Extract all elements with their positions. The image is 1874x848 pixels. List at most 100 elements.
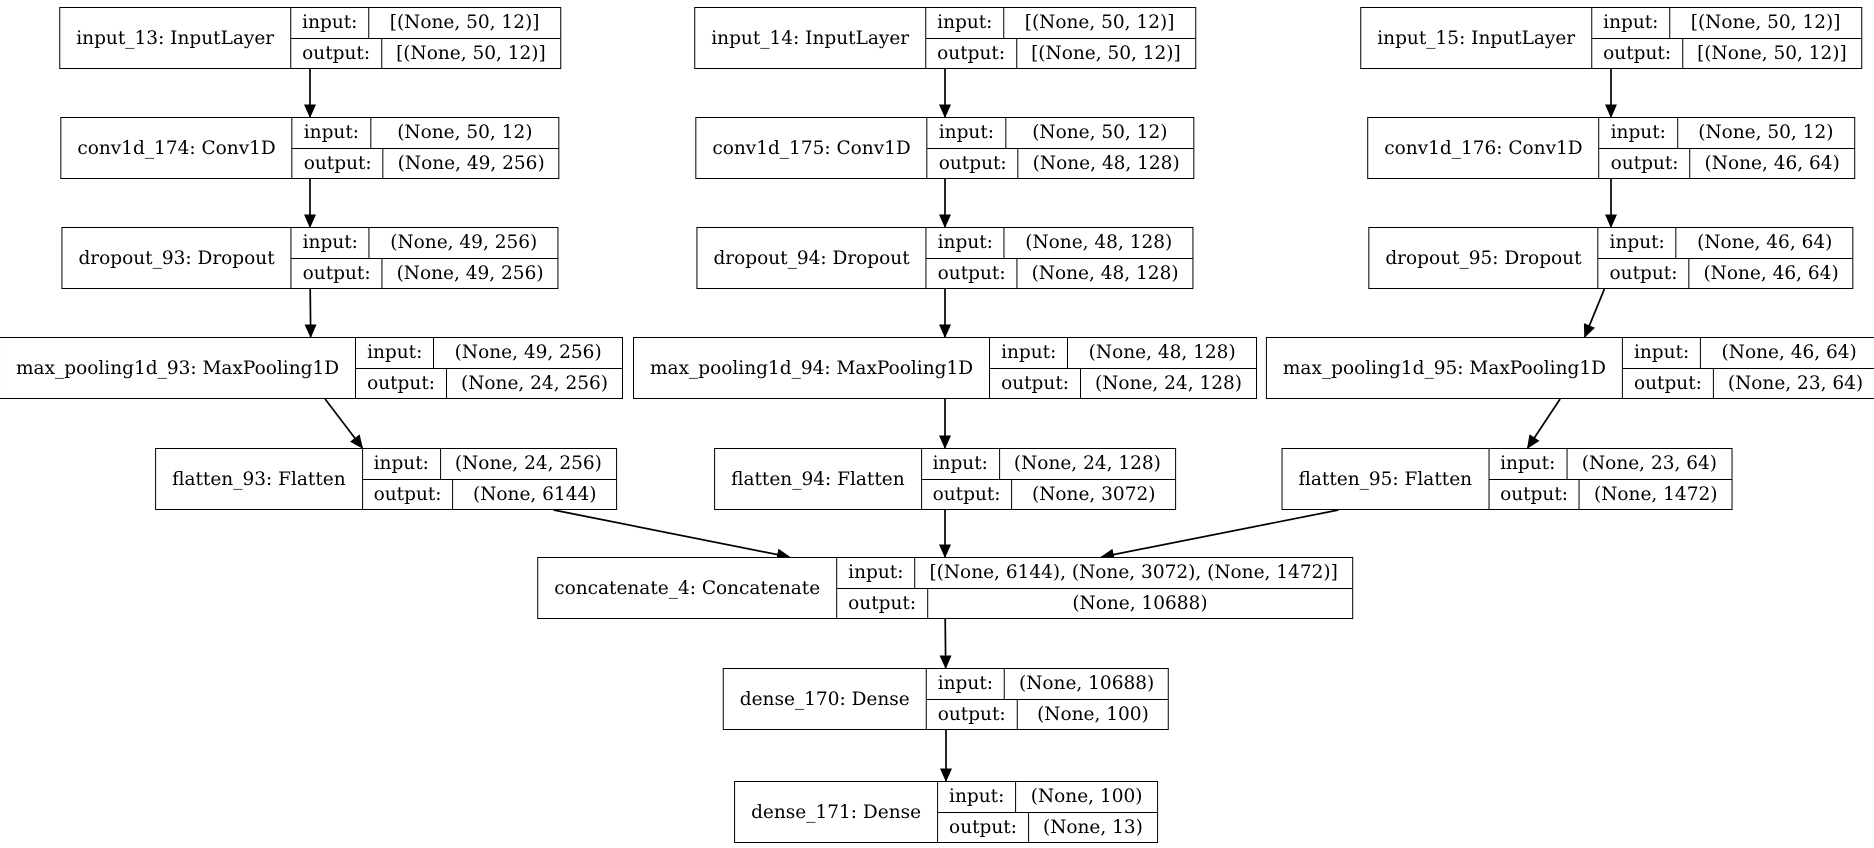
- input-key-label: input:: [291, 8, 370, 38]
- output-key-label: output:: [922, 479, 1013, 509]
- output-row: output:(None, 13): [938, 812, 1157, 842]
- input-row: input: [(None, 50, 12)]: [926, 8, 1195, 39]
- output-key-label: output:: [837, 588, 929, 618]
- input-row: input: [(None, 50, 12)]: [1592, 8, 1861, 39]
- output-shape-value: (None, 6144): [472, 483, 597, 505]
- input-shape-value: [(None, 50, 12)]: [389, 12, 540, 34]
- input-row: input:(None, 50, 12): [292, 118, 559, 149]
- output-shape-value: (None, 49, 256): [396, 262, 544, 284]
- output-shape-value: (None, 24, 256): [460, 372, 608, 394]
- output-row: output:(None, 48, 128): [927, 258, 1193, 288]
- input-shape-value: (None, 50, 12): [1032, 122, 1168, 144]
- layer-name-label: dense_171: Dense: [735, 782, 939, 842]
- input-row: input:[(None, 6144), (None, 3072), (None…: [837, 558, 1352, 589]
- input-shape-value: (None, 10688): [1018, 673, 1155, 695]
- layer-name-label: input_15: InputLayer: [1361, 8, 1593, 68]
- output-shape-value: [(None, 50, 12)]: [396, 42, 546, 64]
- io-table: input:(None, 48, 128)output:(None, 48, 1…: [926, 228, 1193, 288]
- input-key-label: input:: [1489, 449, 1568, 479]
- input-shape-value: (None, 24, 256): [454, 453, 602, 475]
- input-key-label: input:: [292, 228, 370, 258]
- input-key-label: input:: [990, 338, 1069, 368]
- layer-name-label: conv1d_175: Conv1D: [696, 118, 928, 178]
- input-row: input:(None, 10688): [926, 669, 1169, 700]
- edge-arrow-max_pooling1d_93-to-flatten_93: [324, 398, 364, 449]
- output-row: output: (None, 10688): [837, 588, 1352, 618]
- input-key-label: input:: [356, 338, 435, 368]
- output-shape-value: (None, 24, 128): [1094, 372, 1242, 394]
- input-shape-value: (None, 50, 12): [1698, 122, 1834, 144]
- output-row: output:(None, 100): [927, 699, 1169, 729]
- input-shape-value: (None, 46, 64): [1721, 342, 1857, 364]
- input-key-label: input:: [363, 449, 441, 479]
- output-shape-value: [(None, 50, 12)]: [1031, 42, 1181, 64]
- io-table: input:(None, 23, 64)output:(None, 1472): [1489, 449, 1732, 509]
- edge-arrow-flatten_95-to-concatenate_4: [1100, 509, 1339, 561]
- output-row: output:(None, 24, 128): [990, 368, 1256, 398]
- input-row: input:(None, 100): [938, 782, 1157, 813]
- output-key-label: output:: [1592, 38, 1684, 68]
- input-shape-value: (None, 48, 128): [1088, 342, 1236, 364]
- layer-name-label: dropout_93: Dropout: [62, 228, 292, 288]
- layer-name-label: flatten_93: Flatten: [156, 449, 363, 509]
- edge-arrow-flatten_93-to-concatenate_4: [553, 509, 791, 561]
- input-key-label: input:: [1600, 118, 1678, 148]
- input-shape-value: [(None, 50, 12)]: [1690, 12, 1841, 34]
- input-key-label: input:: [837, 558, 916, 588]
- output-key-label: output:: [926, 38, 1018, 68]
- layer-name-label: max_pooling1d_95: MaxPooling1D: [1267, 338, 1623, 398]
- input-key-label: input:: [1599, 228, 1677, 258]
- input-key-label: input:: [938, 782, 1017, 812]
- input-row: input: (None, 46, 64): [1598, 228, 1853, 259]
- output-row: output: [(None, 50, 12)]: [926, 38, 1195, 68]
- output-shape-value: (None, 46, 64): [1704, 152, 1840, 174]
- output-row: output:(None, 49, 256): [292, 258, 558, 288]
- output-key-label: output:: [1600, 148, 1691, 178]
- input-key-label: input:: [922, 449, 1000, 479]
- output-row: output: (None, 48, 128): [928, 148, 1194, 178]
- edge-arrow-dropout_95-to-max_pooling1d_95: [1583, 288, 1606, 339]
- output-shape-value: (None, 49, 256): [397, 152, 545, 174]
- input-row: input:(None, 24, 128): [921, 449, 1175, 480]
- input-row: input:(None, 46, 64): [1622, 338, 1874, 369]
- output-row: output:[(None, 50, 12)]: [1592, 38, 1861, 68]
- layer-name-label: dropout_95: Dropout: [1369, 228, 1599, 288]
- output-shape-value: (None, 48, 128): [1032, 152, 1180, 174]
- input-row: input:(None, 49, 256): [291, 228, 558, 259]
- input-key-label: input:: [928, 118, 1007, 148]
- layer-name-label: concatenate_4: Concatenate: [538, 558, 838, 618]
- input-key-label: input:: [1592, 8, 1671, 38]
- input-shape-value: (None, 48, 128): [1025, 232, 1173, 254]
- edge-arrow-max_pooling1d_95-to-flatten_95: [1526, 398, 1561, 449]
- layer-name-label: max_pooling1d_94: MaxPooling1D: [634, 338, 991, 398]
- input-shape-value: [(None, 50, 12)]: [1024, 12, 1175, 34]
- output-key-label: output:: [928, 148, 1019, 178]
- input-row: input:(None, 48, 128): [926, 228, 1193, 259]
- io-table: input:(None, 24, 256)output:(None, 6144): [362, 449, 616, 509]
- input-row: input: (None, 50, 12): [927, 118, 1194, 149]
- io-table: input: (None, 48, 128) output:(None, 24, 1…: [990, 338, 1256, 398]
- io-table: input:(None, 24, 128)output:(None, 3072): [921, 449, 1175, 509]
- layer-name-label: conv1d_174: Conv1D: [61, 118, 293, 178]
- edge-arrow-concatenate_4-to-dense_170: [939, 618, 952, 670]
- output-key-label: output:: [293, 148, 384, 178]
- input-shape-value: (None, 46, 64): [1697, 232, 1833, 254]
- io-table: input:(None, 46, 64)output:(None, 23, 64…: [1622, 338, 1874, 398]
- output-key-label: output:: [1623, 368, 1714, 398]
- output-shape-value: (None, 10688): [1072, 592, 1208, 614]
- layer-name-label: dense_170: Dense: [724, 669, 927, 729]
- input-key-label: input:: [926, 8, 1005, 38]
- io-table: input: (None, 50, 12) output: (None, 46, 64…: [1599, 118, 1854, 178]
- io-table: input:(None, 46, 64)output:(None, 46, 64…: [1598, 228, 1853, 288]
